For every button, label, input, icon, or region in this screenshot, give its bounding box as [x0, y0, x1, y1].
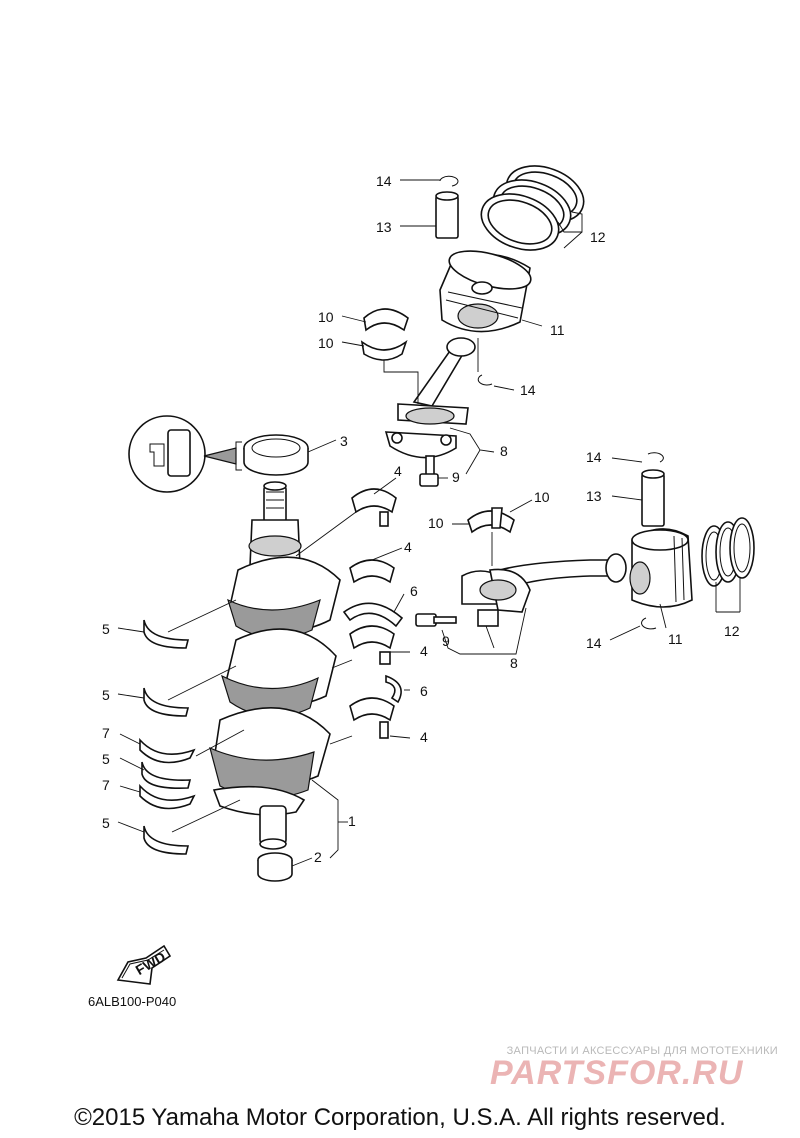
callout-14: 14 [376, 173, 392, 189]
main-bearing-upper-4 [349, 697, 395, 739]
callout-4: 4 [420, 729, 428, 745]
piston-pin-lower [641, 469, 665, 527]
piston-lower [629, 528, 693, 608]
callout-10: 10 [428, 515, 444, 531]
thrust-washer-2 [385, 674, 402, 704]
diagram-code: 6ALB100-P040 [88, 994, 177, 1009]
callout-6: 6 [420, 683, 428, 699]
callout-5: 5 [102, 687, 110, 703]
piston-pin-upper [435, 191, 459, 239]
callout-2: 2 [314, 849, 322, 865]
callout-13: 13 [586, 488, 602, 504]
callout-14: 14 [586, 449, 602, 465]
piston-rings-lower [701, 517, 755, 587]
conrod-bolt-upper [419, 455, 439, 487]
callout-4: 4 [404, 539, 412, 555]
crankshaft [209, 481, 341, 850]
callout-7: 7 [102, 777, 110, 793]
thrust-washer-4 [139, 783, 196, 810]
oil-seal [235, 434, 309, 476]
crankshaft-seal-lower [257, 852, 293, 882]
piston-pin-clip-lower-2 [641, 617, 657, 630]
callout-11: 11 [668, 631, 683, 647]
callout-10: 10 [318, 335, 334, 351]
callout-6: 6 [410, 583, 418, 599]
callout-3: 3 [340, 433, 348, 449]
thrust-washer-3 [139, 737, 196, 764]
piston-rings-upper [480, 165, 585, 251]
callout-10: 10 [318, 309, 334, 325]
conrod-bearing-upper [360, 308, 409, 361]
callout-5: 5 [102, 621, 110, 637]
callout-8: 8 [510, 655, 518, 671]
callout-8: 8 [500, 443, 508, 459]
connecting-rod-lower [461, 553, 627, 613]
watermark-logo: PARTSFOR.RU [490, 1054, 744, 1092]
callout-14: 14 [586, 635, 602, 651]
main-bearing-lower-4 [143, 825, 190, 855]
main-bearing-upper-1 [351, 488, 397, 527]
main-bearing-lower-2 [143, 687, 190, 717]
callout-5: 5 [102, 751, 110, 767]
callout-10: 10 [534, 489, 550, 505]
copyright-notice: ©2015 Yamaha Motor Corporation, U.S.A. A… [74, 1104, 726, 1131]
piston-pin-clip-lower [647, 452, 664, 463]
callout-14: 14 [520, 382, 536, 398]
callout-9: 9 [442, 633, 450, 649]
callout-12: 12 [724, 623, 740, 639]
piston-pin-clip-upper [439, 175, 459, 187]
main-bearing-lower-1 [143, 619, 190, 649]
main-bearing-upper-3 [349, 625, 395, 665]
leader-lines [117, 179, 741, 867]
oil-seal-detail-circle [128, 415, 237, 493]
conrod-bearing-lower [467, 507, 515, 534]
main-bearing-lower-3 [141, 761, 192, 790]
fwd-arrow-icon: FWD [116, 944, 172, 985]
callout-11: 11 [550, 322, 565, 338]
callout-5: 5 [102, 815, 110, 831]
conrod-bolt-lower [415, 609, 499, 627]
callout-4: 4 [420, 643, 428, 659]
callout-13: 13 [376, 219, 392, 235]
thrust-washer-1 [342, 602, 404, 628]
main-bearing-upper-2 [349, 559, 395, 584]
piston-upper [439, 250, 532, 333]
piston-pin-clip-upper-2 [477, 374, 493, 386]
callout-1: 1 [348, 813, 356, 829]
callout-9: 9 [452, 469, 460, 485]
callout-4: 4 [394, 463, 402, 479]
watermark-tagline: ЗАПЧАСТИ И АКСЕССУАРЫ ДЛЯ МОТОТЕХНИКИ [506, 1045, 778, 1057]
callout-12: 12 [590, 229, 606, 245]
callout-7: 7 [102, 725, 110, 741]
